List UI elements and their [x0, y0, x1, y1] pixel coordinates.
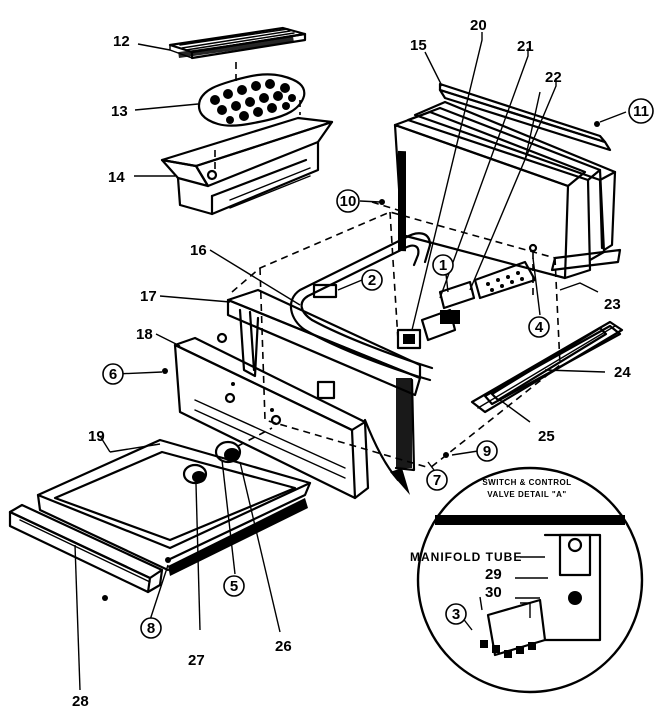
callout-19: 19 — [88, 428, 105, 445]
callout-16: 16 — [190, 242, 207, 259]
callout-2: 2 — [368, 272, 376, 289]
manifold-tube-label: MANIFOLD TUBE — [410, 550, 522, 564]
valve-manifold-part-1-20-21 — [396, 243, 538, 350]
screws — [162, 121, 600, 458]
callout-11: 11 — [633, 103, 649, 120]
callout-21: 21 — [517, 38, 534, 55]
grate-part-12 — [168, 26, 307, 60]
callout-27: 27 — [188, 652, 205, 669]
detail-title-line1: SWITCH & CONTROL — [482, 478, 571, 487]
drip-tray-part-19 — [36, 438, 312, 576]
callout-1: 1 — [439, 257, 447, 274]
callout-23: 23 — [604, 296, 621, 313]
callout-12: 12 — [113, 33, 130, 50]
callout-10: 10 — [340, 193, 357, 210]
callout-labels: 12 13 14 15 20 21 22 16 17 18 19 23 24 2… — [72, 17, 654, 710]
callout-18: 18 — [136, 326, 153, 343]
firebox-pan-part-14 — [160, 116, 334, 216]
callout-14: 14 — [108, 169, 125, 186]
callout-4: 4 — [535, 319, 544, 336]
callout-28: 28 — [72, 693, 89, 710]
leader-lines — [74, 32, 627, 691]
callout-3: 3 — [452, 606, 460, 623]
callout-7: 7 — [433, 472, 441, 489]
burner-tube-part-16 — [289, 232, 434, 382]
callout-8: 8 — [147, 620, 155, 637]
callout-20: 20 — [470, 17, 487, 34]
callout-13: 13 — [111, 103, 128, 120]
callout-15: 15 — [410, 37, 427, 54]
rear-panels-part-15-22 — [393, 82, 622, 280]
callout-22: 22 — [545, 69, 562, 86]
callout-26: 26 — [275, 638, 292, 655]
front-rail-part-28 — [8, 503, 171, 601]
switch-control-valve-detail: SWITCH & CONTROL VALVE DETAIL "A" MANIFO… — [410, 466, 644, 694]
callout-29: 29 — [485, 566, 502, 583]
callout-5: 5 — [230, 578, 238, 595]
callout-30: 30 — [485, 584, 502, 601]
knobs-part-26-27 — [182, 427, 273, 485]
callout-24: 24 — [614, 364, 631, 381]
callout-17: 17 — [140, 288, 157, 305]
callout-25: 25 — [538, 428, 555, 445]
side-rails-part-24-25 — [470, 320, 624, 414]
callout-6: 6 — [109, 366, 117, 383]
briquettes-part-13 — [197, 62, 306, 127]
detail-arrow — [363, 418, 410, 495]
cabinet-outline — [231, 201, 561, 469]
control-panel-part-17 — [226, 288, 422, 472]
callout-9: 9 — [483, 443, 491, 460]
detail-title-line2: VALVE DETAIL "A" — [487, 490, 566, 499]
